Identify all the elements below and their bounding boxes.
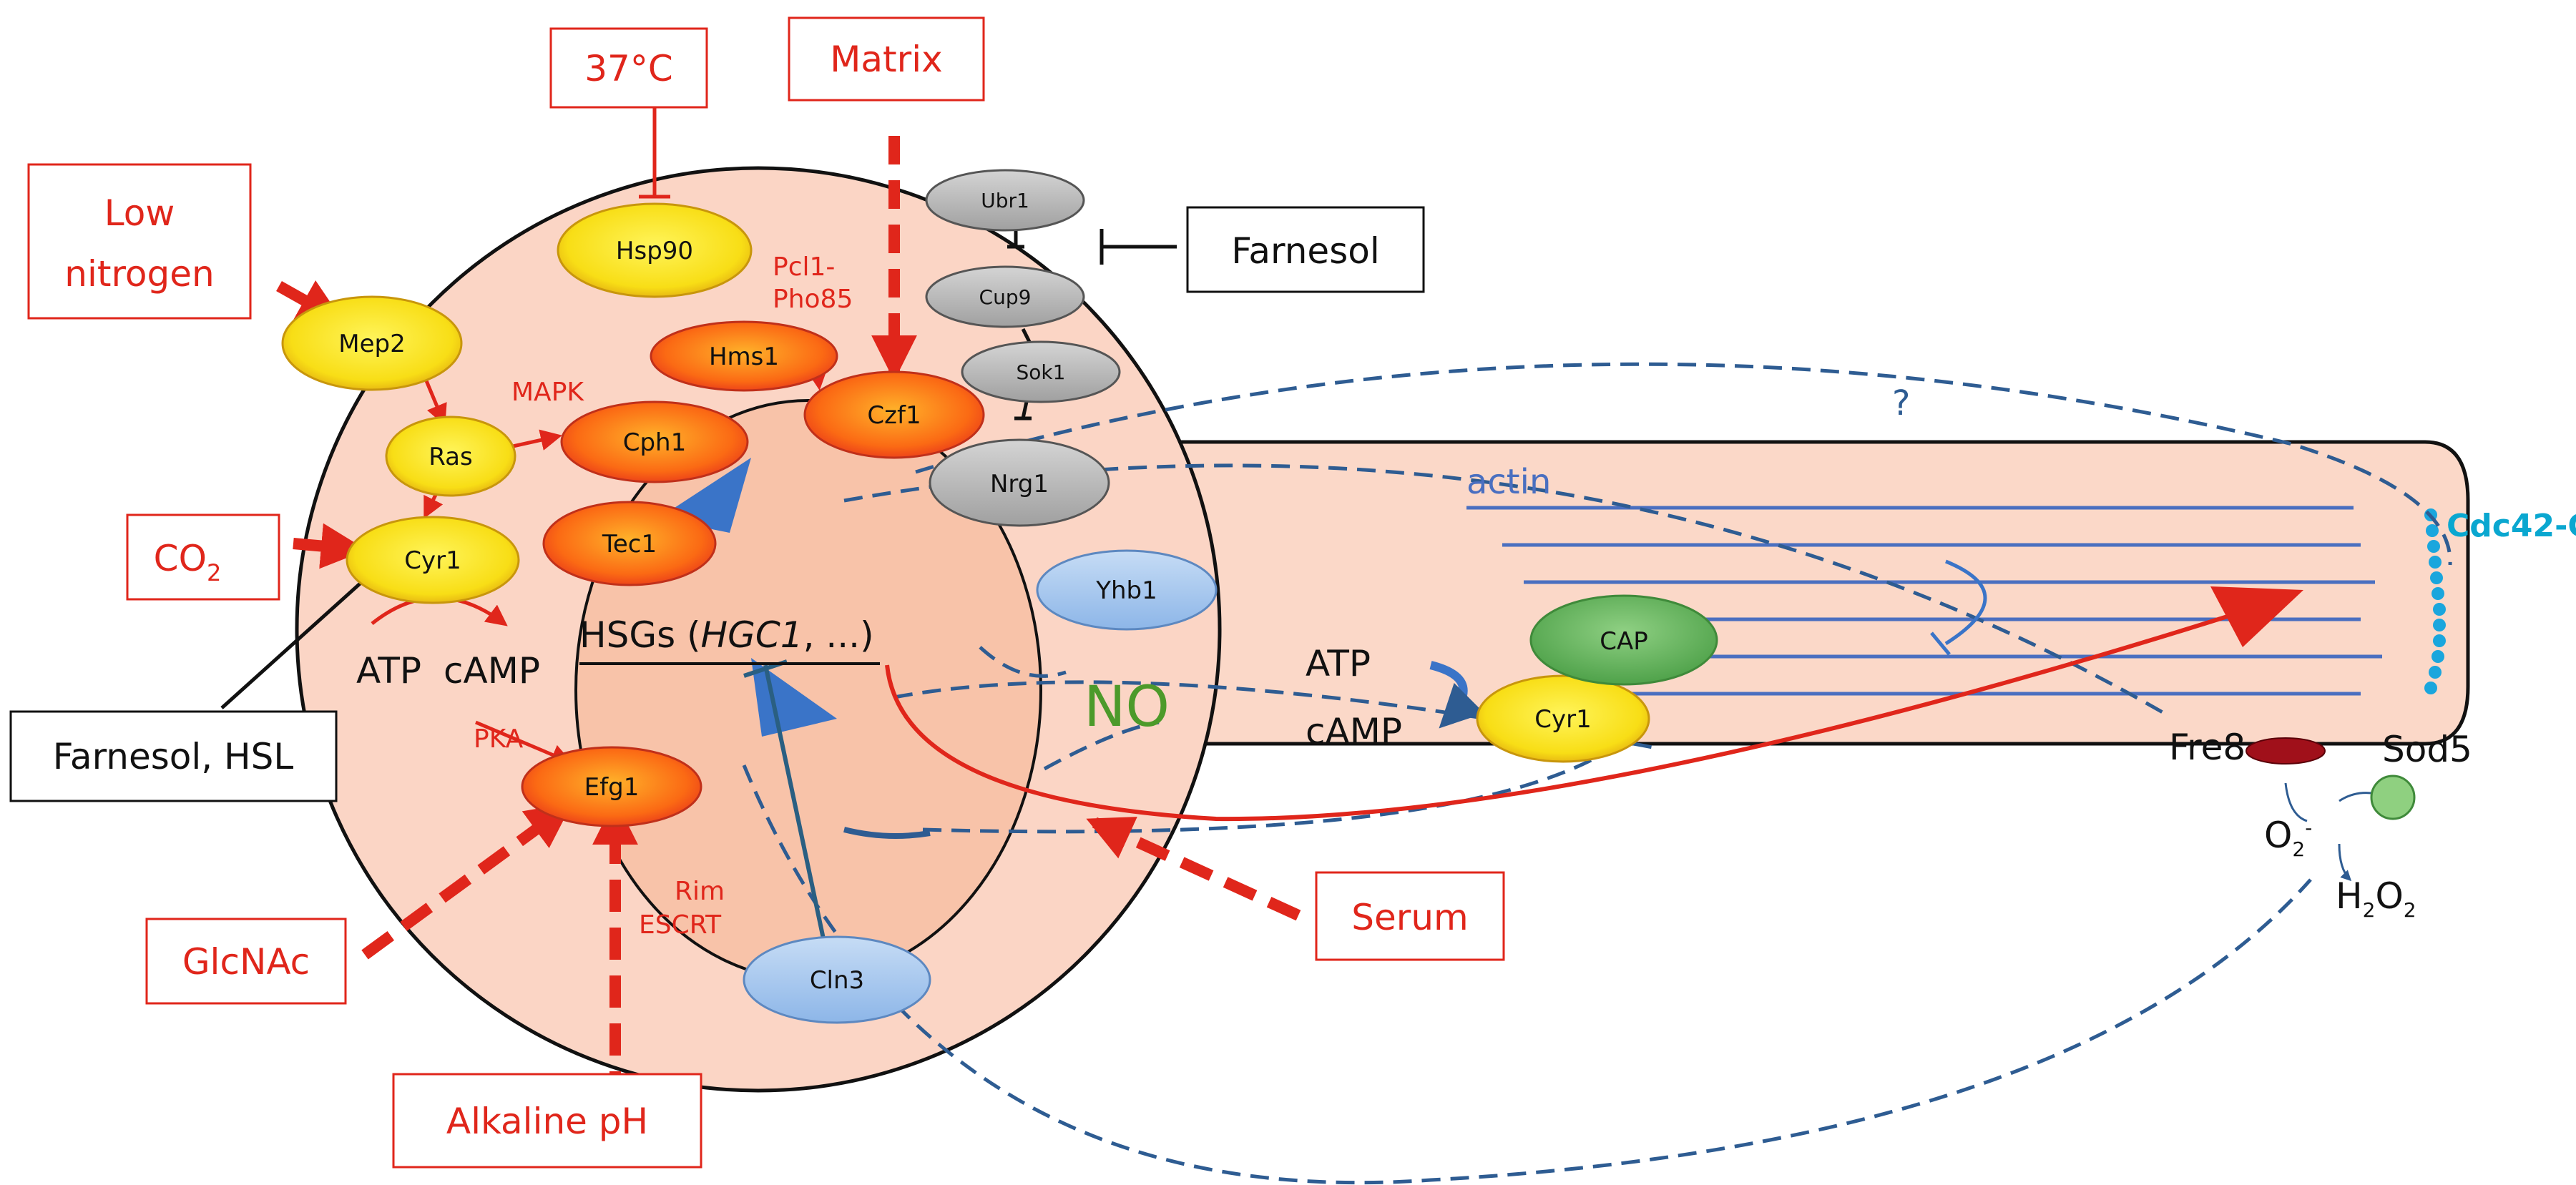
co2-label: CO2 xyxy=(154,538,222,586)
glcnac-label: GlcNAc xyxy=(182,941,310,983)
cph1-label: Cph1 xyxy=(623,428,687,457)
o2-subscript: 2 xyxy=(2292,837,2305,861)
sok1-node xyxy=(961,340,1121,403)
fre8-node xyxy=(2246,737,2326,764)
camp-hypha-label: cAMP xyxy=(1306,711,1402,752)
cyr1-hypha-node xyxy=(1476,674,1650,763)
matrix-label: Matrix xyxy=(830,39,942,80)
atp-camp-hypha-arrow xyxy=(1429,661,1485,729)
h2o2-h: H xyxy=(2336,875,2363,917)
no-label: NO xyxy=(1084,675,1170,739)
matrix-box xyxy=(788,16,985,102)
low-nitrogen-label-2: nitrogen xyxy=(64,253,214,295)
cyr1-label: Cyr1 xyxy=(404,546,461,575)
rim-label: Rim xyxy=(675,877,725,906)
atp-cell-label: ATP xyxy=(356,650,421,692)
yhb1-no-inhibit-bar xyxy=(1930,631,1951,656)
cup9-label: Cup9 xyxy=(979,285,1032,309)
serum-label: Serum xyxy=(1351,897,1468,938)
ubr1-node xyxy=(925,169,1085,232)
co2-box xyxy=(126,513,280,601)
o2-letter: O xyxy=(2264,815,2292,856)
pho85-label: Pho85 xyxy=(773,285,853,314)
nucleus-input-arrowhead-bottom xyxy=(751,658,837,737)
glcnac-box xyxy=(145,918,347,1005)
co2-text: CO xyxy=(154,538,207,579)
cyr1-node xyxy=(346,516,520,604)
low-nitrogen-label-1: Low xyxy=(104,192,175,234)
tec1-node xyxy=(542,501,717,586)
superoxide-label: O2- xyxy=(2264,815,2312,861)
nrg1-node xyxy=(929,438,1110,527)
atp-hypha-label: ATP xyxy=(1306,643,1371,684)
alkaline-box xyxy=(392,1073,702,1169)
hms1-label: Hms1 xyxy=(709,343,779,371)
h2o2-label: H2O2 xyxy=(2336,875,2416,922)
cup9-node xyxy=(925,265,1085,328)
actin-label: actin xyxy=(1466,462,1551,502)
yhb1-no-inhibit xyxy=(1944,559,1987,646)
o2-superscript: - xyxy=(2305,816,2312,840)
serum-box xyxy=(1315,871,1505,961)
ras-node xyxy=(385,416,516,497)
pka-label: PKA xyxy=(474,724,524,754)
farnesol-hsl-label: Farnesol, HSL xyxy=(53,736,294,777)
question-label: ? xyxy=(1892,383,1910,423)
hypha xyxy=(1135,440,2470,746)
hsgs-label: HSGs (HGC1, ...) xyxy=(579,614,874,656)
czf1-label: Czf1 xyxy=(867,401,921,430)
farnesol-box xyxy=(1186,206,1425,293)
cln3-inhibit-line xyxy=(763,664,832,970)
yhb1-node xyxy=(1036,549,1218,631)
hsgs-gene: HGC1 xyxy=(701,614,803,656)
cdc42-label: Cdc42-GTP xyxy=(2447,508,2576,544)
sok1-label: Sok1 xyxy=(1017,360,1066,384)
cyr1-hypha-label: Cyr1 xyxy=(1534,705,1591,734)
h2o2-sub-a: 2 xyxy=(2363,898,2376,922)
hsp90-node xyxy=(557,202,753,298)
czf1-node xyxy=(803,370,985,459)
low-nitrogen-box xyxy=(27,163,252,320)
pcl1-label: Pcl1- xyxy=(773,252,835,282)
sod5-label: Sod5 xyxy=(2382,729,2472,770)
hsg-to-tip-arrow xyxy=(885,613,2233,822)
hsg-to-tip-arrowhead xyxy=(2210,586,2303,647)
cdc42-gtp-beads xyxy=(2424,508,2446,694)
cln3-node xyxy=(743,935,931,1024)
hsp90-label: Hsp90 xyxy=(616,237,693,265)
ubr1-label: Ubr1 xyxy=(981,189,1029,212)
h2o2-sub-b: 2 xyxy=(2404,898,2416,922)
hsgs-prefix: HSGs ( xyxy=(579,614,701,656)
cap-node xyxy=(1529,594,1718,686)
alkaline-label: Alkaline pH xyxy=(446,1101,648,1142)
nrg1-label: Nrg1 xyxy=(990,470,1049,498)
mep2-node xyxy=(281,295,463,391)
escrt-label: ESCRT xyxy=(639,910,722,940)
temp-box xyxy=(549,27,708,109)
cph1-node xyxy=(560,400,749,483)
ras-label: Ras xyxy=(428,443,472,471)
hms1-node xyxy=(650,320,838,392)
camp-cell-label: cAMP xyxy=(444,650,540,692)
efg1-label: Efg1 xyxy=(584,773,640,802)
farnesol-hsl-box xyxy=(9,710,338,802)
tec1-label: Tec1 xyxy=(602,530,657,559)
temp-label: 37°C xyxy=(584,48,673,89)
co2-subscript: 2 xyxy=(207,559,221,586)
efg1-squiggle xyxy=(843,827,931,839)
farnesol-label: Farnesol xyxy=(1231,230,1379,272)
mapk-label: MAPK xyxy=(511,378,584,407)
cap-label: CAP xyxy=(1600,627,1648,656)
efg1-node xyxy=(521,746,702,827)
mep2-label: Mep2 xyxy=(338,330,405,358)
fre8-label: Fre8 xyxy=(2169,727,2246,768)
yhb1-label: Yhb1 xyxy=(1095,576,1157,605)
h2o2-o: O xyxy=(2375,875,2403,917)
cln3-label: Cln3 xyxy=(810,966,864,995)
sod5-node xyxy=(2370,775,2416,820)
hsgs-suffix: , ...) xyxy=(803,614,874,656)
